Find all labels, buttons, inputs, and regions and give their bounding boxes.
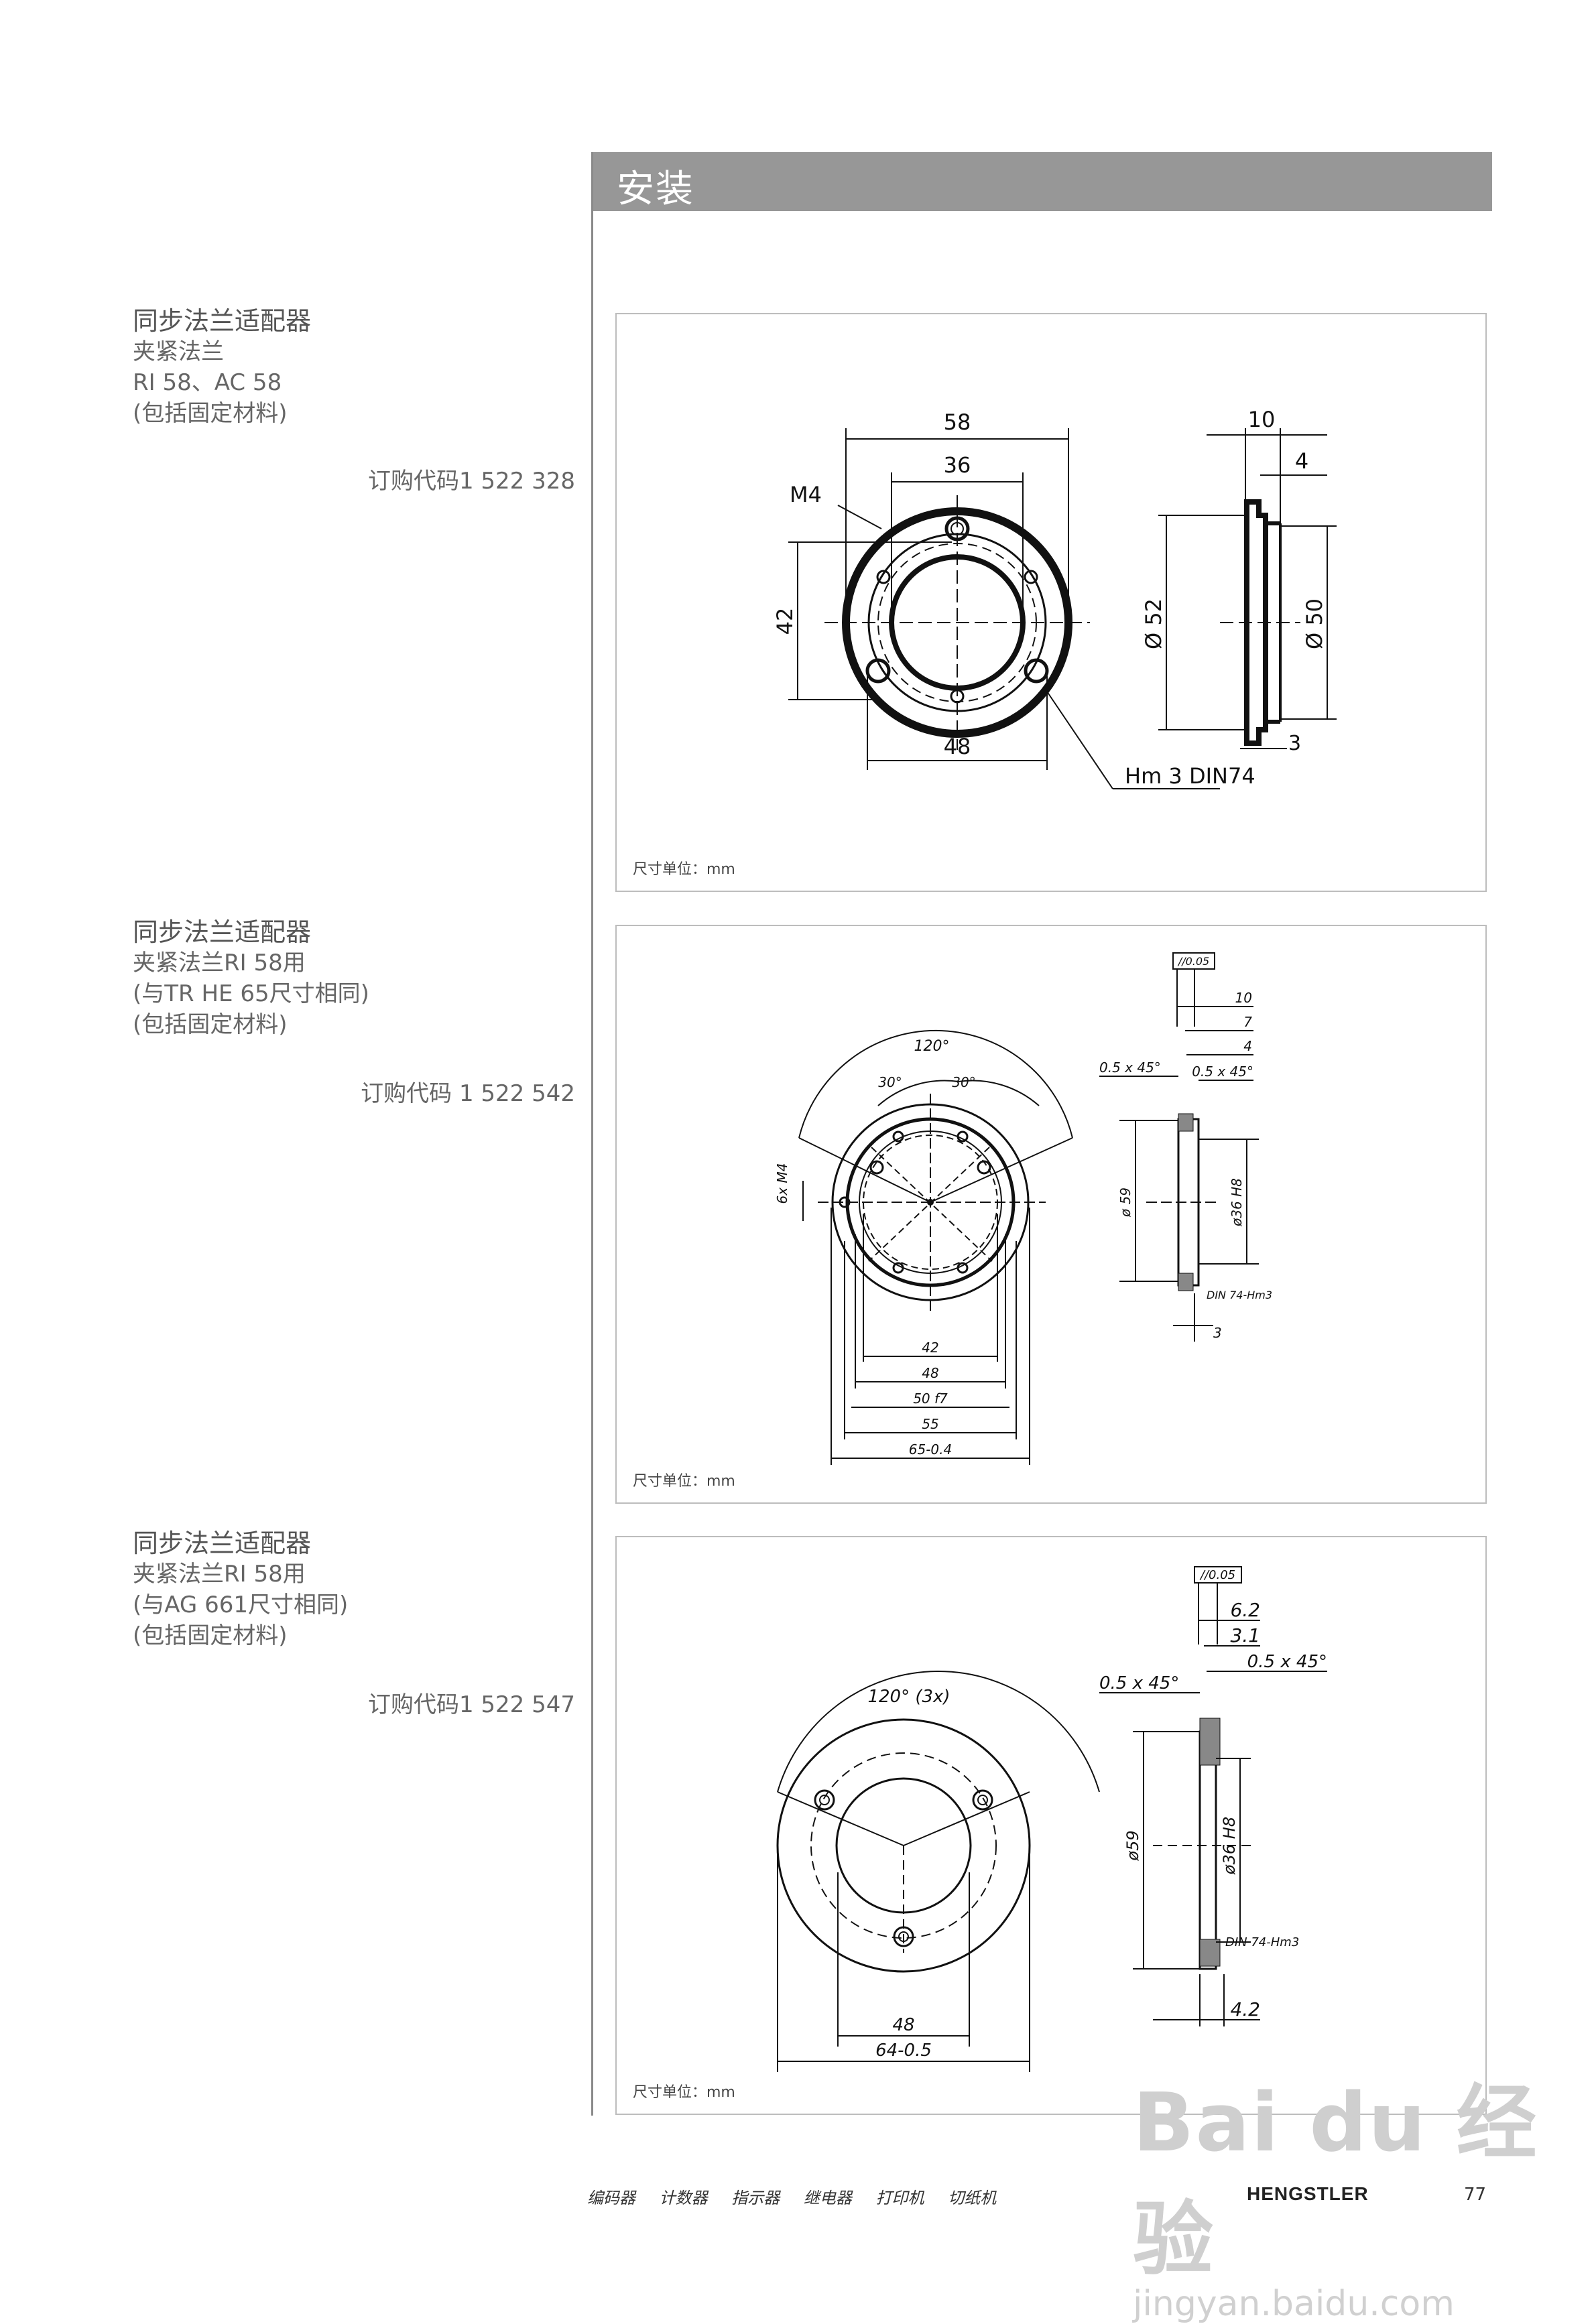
product-line: (包括固定材料) [133, 400, 288, 427]
angle-120: 120° [914, 1038, 950, 1055]
parallelism-frame: //0.05 [1177, 955, 1209, 968]
drawing-panel-2: 120° 30° 30° 6x M4 42 48 50 f7 55 65-0.4… [615, 925, 1487, 1504]
dim-10: 10 [1235, 990, 1252, 1006]
dim-phi52: Ø 52 [1141, 598, 1166, 649]
product-title: 同步法兰适配器 [133, 306, 312, 336]
product-title: 同步法兰适配器 [133, 1529, 312, 1558]
product-block-2: 同步法兰适配器 夹紧法兰RI 58用 (与TR HE 65尺寸相同) (包括固定… [133, 917, 589, 1040]
drawing-panel-1: 58 36 M4 42 48 Hm 3 DIN74 10 4 Ø 52 Ø 50… [615, 313, 1487, 892]
section-header: 安装 [591, 152, 1492, 211]
dim-42: 42 [922, 1340, 938, 1356]
technical-drawing-3: 120° (3x) 48 64-0.5 //0.05 6.2 3.1 0.5 x… [776, 1566, 1327, 2072]
drawing-panel-3: 120° (3x) 48 64-0.5 //0.05 6.2 3.1 0.5 x… [615, 1536, 1487, 2115]
order-code: 订购代码1 522 328 [367, 468, 575, 495]
dim-6-2: 6.2 [1230, 1599, 1260, 1621]
footer-category: 计数器 [659, 2189, 708, 2207]
label-hm3: Hm 3 DIN74 [1125, 763, 1255, 789]
label-din74: DIN 74-Hm3 [1225, 1935, 1299, 1949]
technical-drawing-1: 58 36 M4 42 48 Hm 3 DIN74 10 4 Ø 52 Ø 50… [772, 407, 1337, 789]
product-line: (与TR HE 65尺寸相同) [133, 980, 369, 1007]
dim-10: 10 [1248, 407, 1276, 432]
dim-phi36: ø36 H8 [1220, 1817, 1239, 1875]
dim-3-1: 3.1 [1230, 1624, 1260, 1647]
watermark-url: jingyan.baidu.com [1133, 2284, 1455, 2324]
dim-48: 48 [944, 734, 971, 759]
brand-logo: HENGSTLER [1247, 2183, 1369, 2204]
dim-phi36: ø36 H8 [1229, 1178, 1245, 1227]
divider-line [591, 152, 593, 2116]
dim-3: 3 [1213, 1325, 1222, 1341]
dim-4: 4 [1295, 448, 1308, 474]
watermark-logo: Bai du 经验 [1133, 2077, 1538, 2286]
dim-58: 58 [944, 409, 971, 435]
angle-120-3x: 120° (3x) [867, 1687, 950, 1707]
label-din74: DIN 74-Hm3 [1207, 1289, 1272, 1301]
dim-55: 55 [922, 1416, 938, 1432]
product-line: (包括固定材料) [133, 1622, 288, 1649]
watermark: Bai du 经验 jingyan.baidu.com [1133, 2057, 1596, 2324]
page-number: 77 [1464, 2185, 1487, 2205]
product-block-3: 同步法兰适配器 夹紧法兰RI 58用 (与AG 661尺寸相同) (包括固定材料… [133, 1528, 589, 1651]
parallelism-frame: //0.05 [1199, 1568, 1235, 1582]
footer-category: 切纸机 [948, 2189, 997, 2207]
footer-categories: 编码器 计数器 指示器 继电器 打印机 切纸机 [587, 2185, 1015, 2208]
angle-30-left: 30° [878, 1074, 902, 1090]
dim-phi59: ø59 [1123, 1830, 1142, 1861]
chamfer-right: 0.5 x 45° [1192, 1063, 1253, 1080]
dim-42: 42 [772, 608, 798, 635]
product-line: (与AG 661尺寸相同) [133, 1592, 349, 1618]
unit-note: 尺寸单位：mm [633, 2084, 735, 2101]
order-code: 订购代码 1 522 542 [361, 1080, 575, 1107]
footer-category: 编码器 [587, 2189, 635, 2207]
dim-36: 36 [944, 452, 971, 478]
footer-category: 指示器 [731, 2189, 780, 2207]
product-line: (包括固定材料) [133, 1011, 288, 1038]
technical-drawing-2: 120° 30° 30° 6x M4 42 48 50 f7 55 65-0.4… [774, 952, 1272, 1465]
dim-4: 4 [1243, 1038, 1252, 1054]
dim-48: 48 [922, 1365, 938, 1381]
unit-note: 尺寸单位：mm [633, 1473, 735, 1490]
dim-phi59: ø 59 [1117, 1187, 1133, 1218]
chamfer-left: 0.5 x 45° [1099, 1059, 1161, 1076]
dim-64: 64-0.5 [875, 2041, 932, 2061]
section-title: 安装 [617, 168, 694, 211]
unit-note: 尺寸单位：mm [633, 861, 735, 878]
chamfer-left: 0.5 x 45° [1099, 1673, 1179, 1693]
chamfer-right: 0.5 x 45° [1247, 1652, 1327, 1672]
footer-category: 打印机 [875, 2189, 924, 2207]
product-line: 夹紧法兰RI 58用 [133, 1561, 306, 1588]
dim-48: 48 [892, 2015, 914, 2035]
order-code: 订购代码1 522 547 [367, 1691, 575, 1718]
dim-65: 65-0.4 [909, 1441, 952, 1458]
dim-7: 7 [1243, 1014, 1252, 1030]
footer-category: 继电器 [803, 2189, 852, 2207]
product-title: 同步法兰适配器 [133, 917, 312, 947]
product-block-1: 同步法兰适配器 夹紧法兰 RI 58、AC 58 (包括固定材料) [133, 306, 589, 429]
label-m4: M4 [790, 482, 822, 507]
dim-4-2: 4.2 [1230, 1998, 1260, 2020]
product-line: RI 58、AC 58 [133, 369, 282, 396]
dim-3: 3 [1288, 732, 1301, 755]
angle-30-right: 30° [952, 1074, 975, 1090]
label-6x-m4: 6x M4 [774, 1163, 790, 1204]
product-line: 夹紧法兰RI 58用 [133, 950, 306, 976]
dim-50-f7: 50 f7 [913, 1391, 948, 1407]
product-line: 夹紧法兰 [133, 338, 224, 365]
dim-phi50: Ø 50 [1302, 598, 1327, 649]
